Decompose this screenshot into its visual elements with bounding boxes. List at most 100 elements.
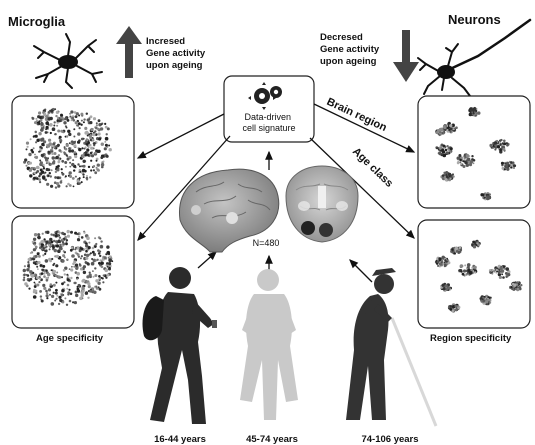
umap-point xyxy=(50,244,53,247)
umap-point xyxy=(506,167,510,171)
umap-point xyxy=(65,185,68,188)
umap-point xyxy=(452,173,454,176)
umap-point xyxy=(495,268,498,272)
umap-point xyxy=(78,249,82,253)
umap-point xyxy=(25,141,30,145)
umap-point xyxy=(73,128,76,131)
umap-point xyxy=(504,272,508,275)
umap-point xyxy=(512,166,516,169)
umap-point xyxy=(55,288,58,292)
umap-point xyxy=(454,246,459,251)
umap-point xyxy=(447,261,451,265)
umap-point xyxy=(41,268,44,272)
umap-point xyxy=(40,299,44,303)
sample-count: N=480 xyxy=(253,238,280,248)
umap-point xyxy=(63,151,66,154)
arrow-brain-region xyxy=(313,103,416,153)
umap-point xyxy=(89,176,92,179)
umap-point xyxy=(78,127,81,130)
umap-point xyxy=(57,164,60,168)
umap-point xyxy=(27,264,30,268)
umap-point xyxy=(55,264,59,268)
umap-point xyxy=(66,278,70,282)
umap-point xyxy=(81,279,85,283)
umap-point xyxy=(491,268,494,272)
umap-point xyxy=(38,281,41,284)
umap-point xyxy=(95,124,98,127)
umap-point xyxy=(70,246,74,249)
umap-point xyxy=(446,145,449,148)
umap-point xyxy=(36,276,39,280)
umap-point xyxy=(26,145,29,148)
umap-point xyxy=(445,287,449,291)
umap-point xyxy=(101,277,104,280)
umap-point xyxy=(73,301,77,305)
umap-point xyxy=(441,132,444,135)
umap-point xyxy=(84,126,88,130)
umap-point xyxy=(56,176,60,180)
umap-point xyxy=(41,247,44,250)
umap-point xyxy=(40,122,44,126)
umap-point xyxy=(68,147,71,150)
umap-point xyxy=(108,148,112,152)
umap-point xyxy=(474,271,477,274)
umap-point xyxy=(39,181,42,184)
umap-point xyxy=(80,112,84,116)
cell-signature-line-2: cell signature xyxy=(242,123,295,133)
umap-point xyxy=(65,239,69,242)
umap-point xyxy=(437,129,440,132)
umap-point xyxy=(87,282,91,286)
umap-point xyxy=(75,232,78,235)
umap-point xyxy=(72,185,75,188)
umap-point xyxy=(33,243,36,246)
umap-point xyxy=(50,233,53,236)
umap-point xyxy=(103,256,107,260)
umap-point xyxy=(60,113,63,117)
umap-point xyxy=(36,265,39,268)
umap-point xyxy=(67,293,70,296)
microglia-title: Microglia xyxy=(8,14,66,29)
umap-point xyxy=(53,248,57,253)
umap-point xyxy=(449,308,453,311)
umap-point xyxy=(98,123,102,127)
umap-point xyxy=(104,122,107,125)
umap-point xyxy=(43,245,46,248)
umap-point xyxy=(494,143,498,147)
umap-point xyxy=(477,243,481,247)
umap-point xyxy=(42,283,46,287)
umap-point xyxy=(81,286,85,291)
umap-point xyxy=(502,147,506,151)
umap-point xyxy=(503,163,506,166)
umap-point xyxy=(87,246,91,250)
umap-point xyxy=(442,154,446,157)
umap-point xyxy=(36,170,40,173)
umap-point xyxy=(68,171,72,175)
umap-point xyxy=(91,250,95,254)
umap-point xyxy=(48,240,51,242)
umap-point xyxy=(462,160,465,163)
umap-point xyxy=(86,275,90,279)
umap-point xyxy=(469,108,474,112)
umap-point xyxy=(79,257,82,260)
umap-point xyxy=(74,175,77,178)
umap-point xyxy=(91,246,95,250)
umap-point xyxy=(47,113,50,116)
umap-point xyxy=(56,143,60,147)
umap-point xyxy=(73,111,77,114)
umap-point xyxy=(467,157,471,161)
umap-point xyxy=(73,144,77,148)
umap-point xyxy=(53,181,57,184)
umap-point xyxy=(452,250,455,253)
umap-point xyxy=(61,172,65,176)
umap-point xyxy=(108,256,111,259)
umap-point xyxy=(57,239,61,244)
umap-point xyxy=(91,132,96,137)
umap-point xyxy=(69,248,73,252)
umap-point xyxy=(68,132,72,137)
umap-point xyxy=(79,296,83,301)
umap-point xyxy=(43,286,47,290)
umap-point xyxy=(70,142,73,145)
umap-point xyxy=(111,260,114,263)
arrow-to-microglia-age-umap xyxy=(137,135,231,241)
neurons-label-line-1: Decresed xyxy=(320,32,363,43)
